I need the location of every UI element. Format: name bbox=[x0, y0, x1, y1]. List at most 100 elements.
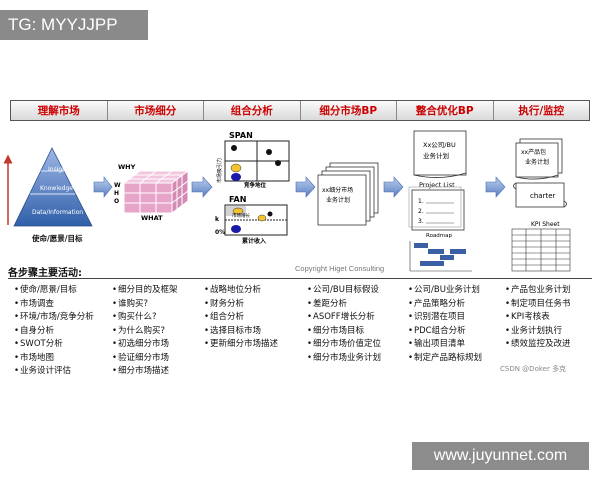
activity-item: 输出项目清单 bbox=[408, 338, 482, 352]
svg-text:业务计划: 业务计划 bbox=[525, 158, 549, 166]
svg-text:Xx公司/BU: Xx公司/BU bbox=[423, 141, 456, 149]
flow-arrow-icon bbox=[93, 176, 113, 198]
project-list-title: Project List bbox=[419, 181, 455, 189]
stage-understand-market: 理解市场 bbox=[11, 101, 108, 120]
stage-segmentation: 市场细分 bbox=[108, 101, 204, 120]
svg-text:1.: 1. bbox=[418, 198, 424, 205]
activity-item: PDC组合分析 bbox=[408, 325, 482, 339]
activity-item: 业务设计评估 bbox=[14, 365, 94, 379]
flow-arrow-icon bbox=[383, 176, 404, 198]
span-ylabel: 市场吸引力 bbox=[216, 158, 223, 183]
fan-zero-label: 0% bbox=[215, 229, 225, 236]
kpi-sheet-table bbox=[511, 228, 571, 272]
activity-item: KPI考核表 bbox=[505, 311, 571, 325]
activity-item: 战略地位分析 bbox=[204, 284, 278, 298]
activities-col-portfolio: 战略地位分析 财务分析 组合分析 选择目标市场 更新细分市场描述 bbox=[204, 284, 278, 352]
site-watermark: www.juyunnet.com bbox=[412, 442, 589, 470]
svg-text:W: W bbox=[114, 182, 121, 189]
flow-arrow-icon bbox=[295, 176, 316, 198]
svg-text:业务计划: 业务计划 bbox=[423, 151, 449, 160]
pyramid-knowledge-label: Knowledge bbox=[40, 185, 73, 192]
activity-item: ASOFF增长分析 bbox=[307, 311, 381, 325]
charter-scroll-icon bbox=[513, 182, 567, 208]
fan-xlabel: 累计收入 bbox=[242, 237, 266, 245]
svg-text:业务计划: 业务计划 bbox=[326, 196, 350, 204]
svg-text:H: H bbox=[114, 190, 119, 197]
pyramid-caption: 使命/愿景/目标 bbox=[32, 234, 83, 243]
activities-col-execute: 产品包业务计划 制定项目任务书 KPI考核表 业务计划执行 绩效监控及改进 bbox=[505, 284, 571, 352]
project-list-icon: 1. 2. 3. bbox=[408, 186, 465, 231]
activity-item: 产品策略分析 bbox=[408, 298, 482, 312]
flow-arrow-icon bbox=[485, 176, 506, 198]
copyright-text: Copyright Higet Consulting bbox=[295, 264, 385, 273]
stage-execute-monitor: 执行/监控 bbox=[518, 105, 565, 117]
fan-note: 市场增长 bbox=[232, 212, 250, 219]
activity-item: 组合分析 bbox=[204, 311, 278, 325]
svg-text:2.: 2. bbox=[418, 208, 424, 215]
steps-title: 各步骤主要活动: bbox=[8, 268, 82, 279]
fan-k-label: k bbox=[215, 216, 220, 223]
span-matrix bbox=[224, 140, 290, 182]
activities-col-understand: 使命/愿景/目标 市场调查 环境/市场/竞争分析 自身分析 SWOT分析 市场地… bbox=[14, 284, 94, 379]
svg-text:xx产品包: xx产品包 bbox=[521, 148, 546, 156]
activity-item: 差距分析 bbox=[307, 298, 381, 312]
activity-item: 业务计划执行 bbox=[505, 325, 571, 339]
process-diagram: WHY W H O WHAT SPAN 市场吸引力 竞争地位 FAN k 0% … bbox=[3, 130, 571, 272]
pyramid-data-label: Data/Information bbox=[32, 209, 84, 216]
activities-panel bbox=[8, 278, 592, 385]
activity-item: 为什么购买? bbox=[112, 325, 178, 339]
pyramid-icon bbox=[13, 147, 93, 227]
activity-item: 制定产品路标规划 bbox=[408, 352, 482, 366]
activity-item: 财务分析 bbox=[204, 298, 278, 312]
activities-col-segment-bp: 公司/BU目标假设 差距分析 ASOFF增长分析 细分市场目标 细分市场价值定位… bbox=[307, 284, 381, 365]
flow-arrow-icon bbox=[191, 176, 213, 198]
svg-text:O: O bbox=[114, 198, 119, 205]
span-xlabel: 竞争地位 bbox=[243, 181, 267, 189]
activity-item: 细分市场目标 bbox=[307, 325, 381, 339]
activity-item: 产品包业务计划 bbox=[505, 284, 571, 298]
activity-item: 识别潜在项目 bbox=[408, 311, 482, 325]
activity-item: 初选细分市场 bbox=[112, 338, 178, 352]
activity-item: 市场调查 bbox=[14, 298, 94, 312]
activity-item: 购买什么? bbox=[112, 311, 178, 325]
company-bp-doc-icon bbox=[413, 130, 467, 178]
activity-item: 细分目的及框架 bbox=[112, 284, 178, 298]
stage-bar: 理解市场 市场细分 组合分析 细分市场BP 整合优化BP 执行/监控 bbox=[10, 100, 590, 121]
csdn-credit: CSDN @Doker 多克 bbox=[500, 365, 567, 373]
stage-segment-bp: 细分市场BP bbox=[301, 101, 397, 120]
product-bp-doc-icon bbox=[515, 138, 563, 180]
activities-col-segment: 细分目的及框架 谁购买? 购买什么? 为什么购买? 初选细分市场 验证细分市场 … bbox=[112, 284, 178, 379]
activity-item: 细分市场价值定位 bbox=[307, 338, 381, 352]
stage-integrate-bp: 整合优化BP bbox=[397, 101, 494, 120]
roadmap-title: Roadmap bbox=[426, 233, 453, 239]
svg-text:xx细分市场: xx细分市场 bbox=[322, 186, 353, 194]
activity-item: 选择目标市场 bbox=[204, 325, 278, 339]
activity-item: 市场地图 bbox=[14, 352, 94, 366]
activity-item: 验证细分市场 bbox=[112, 352, 178, 366]
activities-col-integrate: 公司/BU业务计划 产品策略分析 识别潜在项目 PDC组合分析 输出项目清单 制… bbox=[408, 284, 482, 365]
activity-item: 细分市场业务计划 bbox=[307, 352, 381, 366]
charter-label: charter bbox=[530, 192, 556, 200]
activity-item: 自身分析 bbox=[14, 325, 94, 339]
stage-portfolio-analysis: 组合分析 bbox=[204, 101, 301, 120]
activity-item: 绩效监控及改进 bbox=[505, 338, 571, 352]
activity-item: 更新细分市场描述 bbox=[204, 338, 278, 352]
activity-item: 制定项目任务书 bbox=[505, 298, 571, 312]
activity-item: 公司/BU业务计划 bbox=[408, 284, 482, 298]
activity-item: SWOT分析 bbox=[14, 338, 94, 352]
activity-item: 使命/愿景/目标 bbox=[14, 284, 94, 298]
pyramid-wisdom-label: Insight bbox=[48, 166, 69, 173]
activity-item: 细分市场描述 bbox=[112, 365, 178, 379]
activity-item: 谁购买? bbox=[112, 298, 178, 312]
fan-chart bbox=[224, 204, 288, 236]
activity-item: 公司/BU目标假设 bbox=[307, 284, 381, 298]
segment-bp-docs-icon bbox=[317, 162, 379, 226]
span-title: SPAN bbox=[229, 131, 253, 140]
kpi-title: KPI Sheet bbox=[531, 221, 560, 228]
activity-item: 环境/市场/竞争分析 bbox=[14, 311, 94, 325]
svg-text:3.: 3. bbox=[418, 218, 424, 225]
channel-tag: TG: MYYJJPP bbox=[0, 10, 148, 40]
roadmap-chart bbox=[409, 241, 472, 272]
cube-why-label: WHY bbox=[118, 163, 136, 171]
fan-title: FAN bbox=[229, 195, 246, 204]
